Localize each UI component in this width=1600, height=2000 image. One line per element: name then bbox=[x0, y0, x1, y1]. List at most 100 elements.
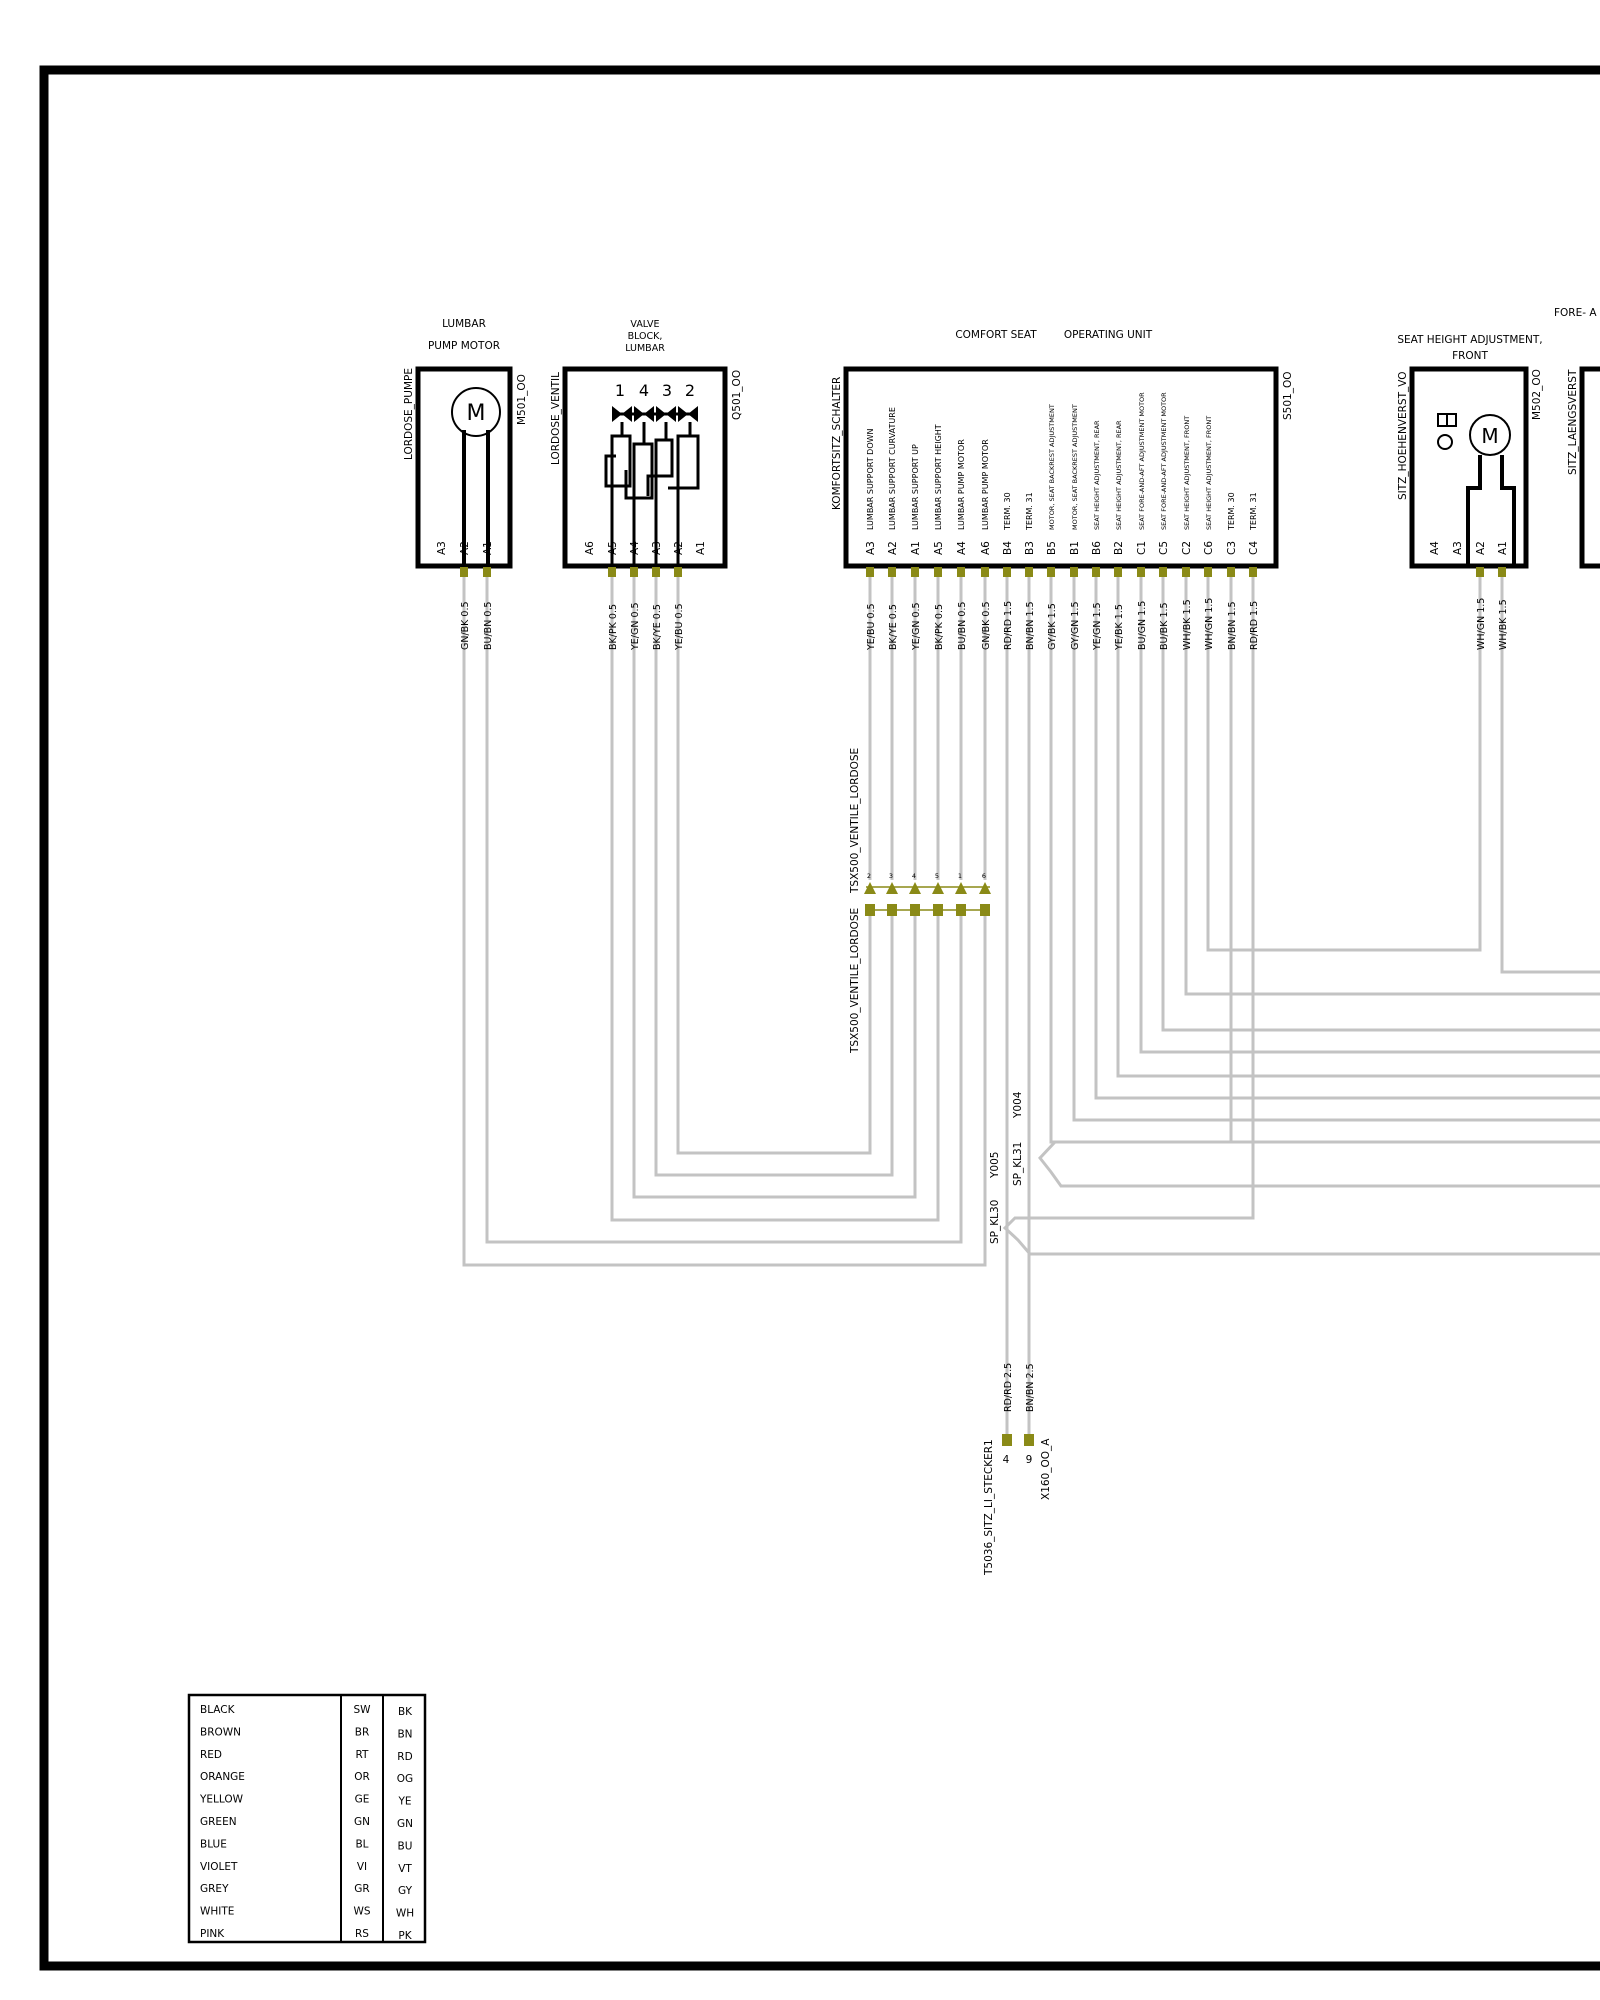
valve-pin-a4: A4 bbox=[629, 541, 641, 555]
sp-kl31-label: SP_KL31 bbox=[1012, 1142, 1024, 1186]
tsx-pin-top bbox=[909, 882, 921, 894]
switch-pin-label: A1 bbox=[910, 541, 922, 555]
pin-marker bbox=[1070, 567, 1078, 577]
height-pin-a3: A3 bbox=[1452, 541, 1464, 555]
switch-pin-label: B2 bbox=[1113, 541, 1125, 555]
pin-markers bbox=[460, 567, 1506, 577]
svg-text:WH: WH bbox=[396, 1908, 414, 1920]
svg-text:YE: YE bbox=[397, 1796, 411, 1808]
legend-row: YELLOW GE YE bbox=[199, 1794, 412, 1808]
switch-pin-label: A5 bbox=[933, 541, 945, 555]
wire-label: GY/BK 1.5 bbox=[1047, 603, 1058, 650]
supply-connector: 4 9 T5036_SITZ_LI_STECKER1 X160_OO_A bbox=[983, 1434, 1052, 1576]
supply-pin-4: 4 bbox=[1003, 1454, 1010, 1466]
svg-text:YELLOW: YELLOW bbox=[199, 1794, 244, 1806]
switch-pin-label: C4 bbox=[1248, 541, 1260, 555]
pin-marker bbox=[866, 567, 874, 577]
pin-marker bbox=[957, 567, 965, 577]
svg-text:VIOLET: VIOLET bbox=[200, 1861, 238, 1873]
svg-text:VI: VI bbox=[357, 1861, 367, 1873]
wire-label: GN/BK 0.5 bbox=[981, 601, 992, 650]
wire-label: GY/GN 1.5 bbox=[1070, 602, 1081, 651]
switch-function-label: SEAT HEIGHT ADJUSTMENT, REAR bbox=[1093, 420, 1101, 530]
wire-switch-c1 bbox=[1139, 575, 1600, 1054]
motor-icon bbox=[451, 387, 501, 437]
splices: Y004 Y005 SP_KL31 SP_KL30 bbox=[989, 1091, 1024, 1244]
valve-number-2: 2 bbox=[685, 381, 695, 400]
wire-label: WH/GN 1.5 bbox=[1204, 598, 1215, 650]
switch-pin-label: B1 bbox=[1069, 541, 1081, 555]
seat-height-adjustment-front: SEAT HEIGHT ADJUSTMENT, FRONT M SITZ_HOE… bbox=[1397, 334, 1543, 569]
tsx-pin-top bbox=[955, 882, 967, 894]
fore-side-label: SITZ_LAENGSVERST bbox=[1567, 369, 1579, 475]
svg-text:OR: OR bbox=[354, 1771, 370, 1783]
tsx-pin-number: 4 bbox=[912, 872, 916, 880]
wire-switch-c4 bbox=[1002, 575, 1600, 1256]
wire-label: BN/BN 1.5 bbox=[1227, 601, 1238, 650]
pin-marker bbox=[1182, 567, 1190, 577]
diagram-frame bbox=[39, 65, 1600, 1971]
wire-label: BK/PK 0.5 bbox=[608, 604, 619, 650]
pin-marker bbox=[630, 567, 638, 577]
pin-marker bbox=[888, 567, 896, 577]
switch-pin-label: C2 bbox=[1181, 541, 1193, 555]
svg-text:GR: GR bbox=[354, 1883, 369, 1895]
wire-label: BK/YE 0.5 bbox=[888, 604, 899, 650]
svg-text:BLACK: BLACK bbox=[200, 1704, 236, 1716]
circle-icon bbox=[1437, 434, 1453, 450]
y005-label: Y005 bbox=[989, 1152, 1001, 1179]
switch-pin-label: B6 bbox=[1091, 541, 1103, 555]
svg-text:RD: RD bbox=[397, 1751, 412, 1763]
svg-text:WS: WS bbox=[353, 1906, 370, 1918]
switch-function-label: SEAT FORE-AND-AFT ADJUSTMENT MOTOR bbox=[1160, 392, 1168, 530]
wire-switch-c3 bbox=[1038, 575, 1600, 1188]
wire-switch-c5 bbox=[1161, 575, 1600, 1032]
valve-title-2: BLOCK, bbox=[628, 331, 663, 342]
svg-text:SW: SW bbox=[353, 1704, 371, 1716]
pump-ref: M501_OO bbox=[516, 374, 528, 425]
switch-function-label: SEAT HEIGHT ADJUSTMENT, FRONT bbox=[1205, 416, 1213, 530]
lumbar-pump-motor: LUMBAR PUMP MOTOR M LORDOSE_PUMPE M501_O… bbox=[403, 318, 528, 569]
svg-text:GN: GN bbox=[354, 1816, 370, 1828]
wire-label: BU/GN 1.5 bbox=[1137, 601, 1148, 650]
height-ref: M502_OO bbox=[1531, 369, 1543, 420]
wire-label: YE/GN 0.5 bbox=[911, 602, 922, 651]
tsx-pin-top bbox=[886, 882, 898, 894]
motor-symbol: M bbox=[467, 401, 486, 426]
wire-valve-a4 bbox=[632, 575, 917, 1199]
svg-text:RED: RED bbox=[200, 1749, 222, 1761]
height-pin-a4: A4 bbox=[1429, 541, 1441, 555]
switch-function-label: LUMBAR SUPPORT HEIGHT bbox=[934, 424, 943, 530]
svg-text:GE: GE bbox=[355, 1794, 370, 1806]
pin-marker bbox=[1114, 567, 1122, 577]
svg-text:GREEN: GREEN bbox=[200, 1816, 237, 1828]
wire-label: BK/YE 0.5 bbox=[652, 604, 663, 650]
motor-icon bbox=[1469, 414, 1511, 456]
svg-text:BK: BK bbox=[398, 1706, 413, 1718]
pin-marker bbox=[1476, 567, 1484, 577]
pump-pin-a1: A1 bbox=[482, 541, 494, 555]
switch-function-label: TERM. 31 bbox=[1249, 492, 1258, 531]
wire-label: BN/BN 1.5 bbox=[1025, 601, 1036, 650]
pump-title-2: PUMP MOTOR bbox=[428, 340, 500, 352]
pin-marker bbox=[608, 567, 616, 577]
valve-title-3: LUMBAR bbox=[625, 343, 665, 354]
wire-label: GN/BK 0.5 bbox=[460, 601, 471, 650]
wire-label: BU/BK 1.5 bbox=[1159, 602, 1170, 650]
switch-function-label: LUMBAR PUMP MOTOR bbox=[957, 439, 966, 530]
switch-pin-label: C3 bbox=[1226, 541, 1238, 555]
svg-text:WHITE: WHITE bbox=[200, 1906, 234, 1918]
svg-text:BL: BL bbox=[355, 1838, 368, 1850]
svg-text:PK: PK bbox=[398, 1930, 412, 1942]
x160-label: X160_OO_A bbox=[1040, 1438, 1052, 1500]
wire-label: RD/RD 1.5 bbox=[1249, 601, 1260, 650]
valve-number-4: 4 bbox=[639, 381, 649, 400]
switch-function-label: TERM. 31 bbox=[1025, 492, 1034, 531]
svg-text:OG: OG bbox=[397, 1773, 413, 1785]
wire-switch-c2 bbox=[1184, 575, 1600, 996]
